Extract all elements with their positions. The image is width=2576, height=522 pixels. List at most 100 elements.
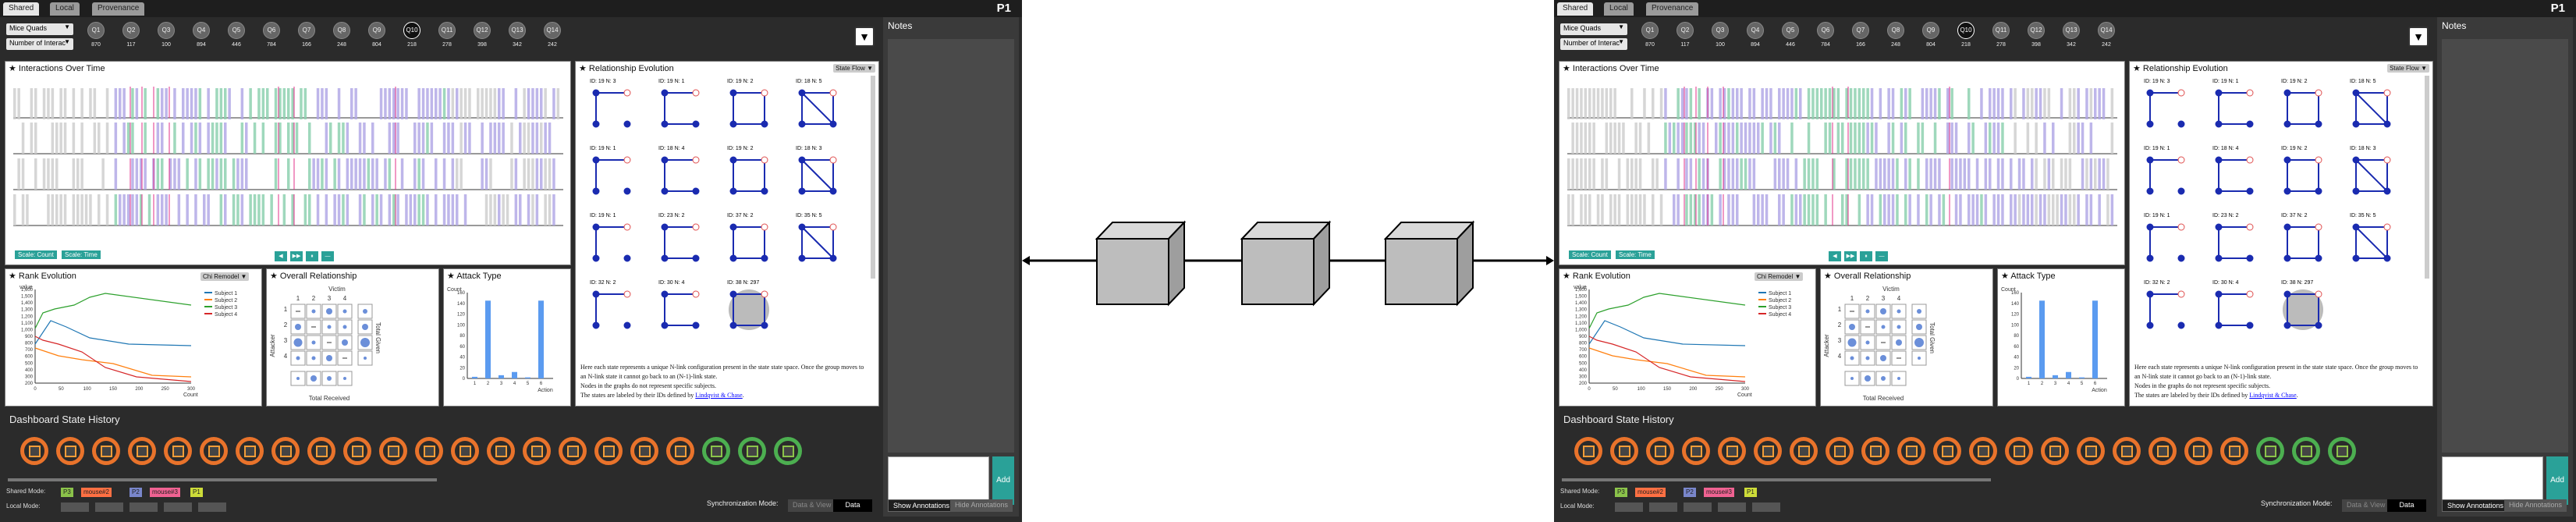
history-state-thumbnail[interactable] bbox=[343, 437, 371, 465]
local-mode-chip[interactable] bbox=[1684, 502, 1712, 512]
fast-forward-button[interactable]: ▶▶ bbox=[1844, 251, 1857, 261]
stop-button[interactable]: — bbox=[1875, 251, 1888, 261]
tab-provenance[interactable]: Provenance bbox=[92, 2, 145, 16]
state-graph[interactable]: ID: 18 N: 4 bbox=[658, 146, 704, 199]
history-state-thumbnail[interactable] bbox=[92, 437, 120, 465]
state-graph[interactable]: ID: 19 N: 2 bbox=[727, 79, 772, 132]
history-state-thumbnail[interactable] bbox=[2328, 437, 2356, 465]
history-state-thumbnail[interactable] bbox=[2041, 437, 2069, 465]
question-q9[interactable]: Q9 bbox=[1922, 22, 1939, 39]
history-state-thumbnail[interactable] bbox=[666, 437, 694, 465]
history-state-thumbnail[interactable] bbox=[128, 437, 156, 465]
history-state-thumbnail[interactable] bbox=[1790, 437, 1818, 465]
hide-annotations-button[interactable]: Hide Annotations bbox=[950, 499, 1013, 512]
local-mode-chip[interactable] bbox=[1752, 502, 1780, 512]
history-state-thumbnail[interactable] bbox=[594, 437, 623, 465]
local-mode-chip[interactable] bbox=[198, 502, 226, 512]
tab-provenance[interactable]: Provenance bbox=[1646, 2, 1699, 16]
question-q11[interactable]: Q11 bbox=[1992, 22, 2010, 39]
prev-button[interactable]: ◀ bbox=[275, 251, 287, 261]
question-q2[interactable]: Q2 bbox=[1677, 22, 1694, 39]
question-q8[interactable]: Q8 bbox=[333, 22, 350, 39]
mode-chip-p2[interactable]: P2 bbox=[130, 488, 142, 497]
state-graph[interactable]: ID: 30 N: 4 bbox=[2212, 280, 2258, 333]
lindqvist-link[interactable]: Lindqvist & Chase bbox=[695, 392, 743, 399]
add-note-button[interactable]: Add bbox=[992, 456, 1014, 505]
state-graph[interactable]: ID: 32 N: 2 bbox=[2144, 280, 2189, 333]
state-graph[interactable]: ID: 35 N: 5 bbox=[2350, 213, 2395, 266]
history-state-thumbnail[interactable] bbox=[1754, 437, 1782, 465]
question-q9[interactable]: Q9 bbox=[368, 22, 385, 39]
state-graph[interactable]: ID: 23 N: 2 bbox=[658, 213, 704, 266]
mice-select[interactable]: Mice Quads▼ bbox=[1560, 23, 1627, 35]
state-graph[interactable]: ID: 18 N: 3 bbox=[796, 146, 841, 199]
state-graph[interactable]: ID: 18 N: 3 bbox=[2350, 146, 2395, 199]
state-graph[interactable]: ID: 38 N: 297 bbox=[2281, 280, 2326, 333]
mode-chip-p1[interactable]: P1 bbox=[1744, 488, 1757, 497]
scale-count-toggle[interactable]: Scale: Count bbox=[1569, 250, 1611, 259]
mode-chip-mouse2[interactable]: mouse#2 bbox=[81, 488, 112, 497]
state-graph[interactable]: ID: 19 N: 1 bbox=[658, 79, 704, 132]
question-q3[interactable]: Q3 bbox=[158, 22, 175, 39]
state-graph[interactable]: ID: 35 N: 5 bbox=[796, 213, 841, 266]
relationship-scrollbar[interactable] bbox=[2425, 76, 2429, 279]
mice-select[interactable]: Mice Quads▼ bbox=[6, 23, 73, 35]
rank-select[interactable]: Chi Remodel ▼ bbox=[200, 272, 250, 281]
history-state-thumbnail[interactable] bbox=[415, 437, 443, 465]
local-mode-chip[interactable] bbox=[1718, 502, 1746, 512]
history-state-thumbnail[interactable] bbox=[1574, 437, 1602, 465]
state-graph[interactable]: ID: 19 N: 1 bbox=[2212, 79, 2258, 132]
history-state-thumbnail[interactable] bbox=[1897, 437, 1925, 465]
state-graph[interactable]: ID: 19 N: 1 bbox=[2144, 213, 2189, 266]
local-mode-chip[interactable] bbox=[1615, 502, 1643, 512]
mode-chip-mouse3[interactable]: mouse#3 bbox=[150, 488, 180, 497]
question-q4[interactable]: Q4 bbox=[193, 22, 210, 39]
history-state-thumbnail[interactable] bbox=[20, 437, 48, 465]
state-flow-select[interactable]: State Flow ▼ bbox=[2387, 64, 2429, 73]
history-state-thumbnail[interactable] bbox=[1969, 437, 1997, 465]
question-q14[interactable]: Q14 bbox=[2098, 22, 2115, 39]
question-q13[interactable]: Q13 bbox=[509, 22, 526, 39]
sync-data-button[interactable]: Data bbox=[2387, 499, 2426, 512]
history-state-thumbnail[interactable] bbox=[2220, 437, 2248, 465]
show-annotations-button[interactable]: Show Annotations bbox=[888, 499, 956, 512]
question-q1[interactable]: Q1 bbox=[87, 22, 105, 39]
local-mode-chip[interactable] bbox=[130, 502, 158, 512]
history-state-thumbnail[interactable] bbox=[2292, 437, 2320, 465]
tab-shared[interactable]: Shared bbox=[3, 2, 40, 16]
state-graph[interactable]: ID: 19 N: 1 bbox=[590, 213, 635, 266]
interaction-select[interactable]: Number of Interac▼ bbox=[1560, 38, 1627, 50]
question-q11[interactable]: Q11 bbox=[438, 22, 456, 39]
history-state-thumbnail[interactable] bbox=[702, 437, 730, 465]
history-scrollbar[interactable] bbox=[1562, 478, 1991, 481]
filter-icon[interactable]: ▼ bbox=[854, 27, 875, 47]
state-graph[interactable]: ID: 32 N: 2 bbox=[590, 280, 635, 333]
mode-chip-p3[interactable]: P3 bbox=[61, 488, 73, 497]
prev-button[interactable]: ◀ bbox=[1829, 251, 1841, 261]
sync-data-view-button[interactable]: Data & View bbox=[788, 499, 836, 512]
state-graph[interactable]: ID: 30 N: 4 bbox=[658, 280, 704, 333]
scale-time-toggle[interactable]: Scale: Time bbox=[62, 250, 101, 259]
question-q3[interactable]: Q3 bbox=[1712, 22, 1729, 39]
rank-select[interactable]: Chi Remodel ▼ bbox=[1755, 272, 1804, 281]
history-scrollbar[interactable] bbox=[8, 478, 437, 481]
question-q4[interactable]: Q4 bbox=[1747, 22, 1764, 39]
history-state-thumbnail[interactable] bbox=[2113, 437, 2141, 465]
mode-chip-p1[interactable]: P1 bbox=[190, 488, 203, 497]
history-state-thumbnail[interactable] bbox=[774, 437, 802, 465]
history-state-thumbnail[interactable] bbox=[1826, 437, 1854, 465]
history-state-thumbnail[interactable] bbox=[1646, 437, 1674, 465]
question-q14[interactable]: Q14 bbox=[544, 22, 561, 39]
tab-shared[interactable]: Shared bbox=[1557, 2, 1594, 16]
state-graph[interactable]: ID: 19 N: 2 bbox=[727, 146, 772, 199]
add-note-button[interactable]: Add bbox=[2546, 456, 2568, 505]
lindqvist-link[interactable]: Lindqvist & Chase bbox=[2249, 392, 2297, 399]
state-graph[interactable]: ID: 18 N: 5 bbox=[796, 79, 841, 132]
question-q1[interactable]: Q1 bbox=[1641, 22, 1659, 39]
scale-time-toggle[interactable]: Scale: Time bbox=[1616, 250, 1655, 259]
question-q10[interactable]: Q10 bbox=[403, 22, 420, 39]
mode-chip-mouse2[interactable]: mouse#2 bbox=[1635, 488, 1666, 497]
hide-annotations-button[interactable]: Hide Annotations bbox=[2504, 499, 2567, 512]
state-graph[interactable]: ID: 18 N: 5 bbox=[2350, 79, 2395, 132]
history-state-thumbnail[interactable] bbox=[1718, 437, 1746, 465]
